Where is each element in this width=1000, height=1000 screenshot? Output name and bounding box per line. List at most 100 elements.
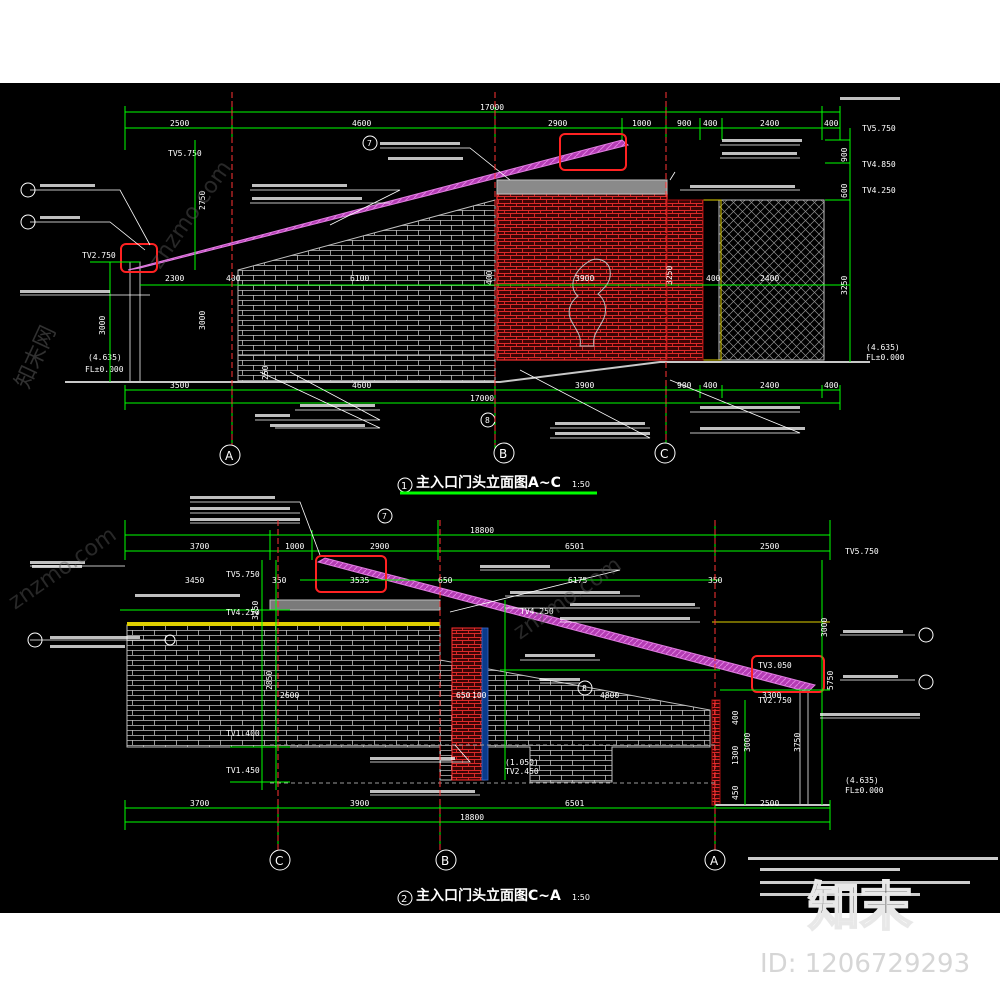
elev1-title: 主入口门头立面图A~C (416, 474, 561, 491)
elev2-title: 主入口门头立面图C~A (416, 887, 561, 904)
level-label: TV2.750 (758, 696, 792, 705)
dim-label: 3500 (170, 381, 189, 390)
level-label: TV4.250 (862, 186, 896, 195)
elev2-axis-bubble-a: A (704, 849, 726, 871)
elev1-top-dim-labels: 2500 4600 2900 1000 900 400 2400 400 (170, 119, 839, 128)
level-label: TV1.450 (226, 766, 260, 775)
dim-label: 6501 (565, 799, 584, 808)
level-label: TV5.750 (168, 149, 202, 158)
dim-label: 3535 (350, 576, 369, 585)
level-label: FL±0.000 (845, 786, 884, 795)
elevation-1: 17000 2500 4600 2900 1000 900 400 2400 4… (20, 92, 905, 495)
dim-label: 350 (272, 576, 287, 585)
elev2-highlight-box-left (315, 555, 387, 593)
dim-label: 3900 (575, 274, 594, 283)
dim-label: 4800 (600, 691, 619, 700)
level-label: TV4.250 (520, 607, 554, 616)
elev1-sculpture-figure (568, 258, 611, 347)
level-label: (1.050) (505, 758, 539, 767)
level-label: TV4.850 (862, 160, 896, 169)
elev2-highlight-box-right (751, 655, 825, 693)
dim-label: 900 (677, 119, 692, 128)
dim-label: 2900 (548, 119, 567, 128)
dim-label: 3300 (762, 691, 781, 700)
dim-label: 3700 (190, 799, 209, 808)
level-label: FL±0.000 (866, 353, 905, 362)
axis-label: A (225, 449, 234, 463)
elev1-title-block: 1 主入口门头立面图A~C 1:50 (397, 474, 597, 495)
level-label: TV5.750 (862, 124, 896, 133)
elev1-highlight-box-right (559, 133, 627, 171)
vdim-label: 400 (731, 710, 740, 725)
elev2-annotation-leaders (30, 501, 920, 796)
dim-label: 4600 (352, 119, 371, 128)
elev1-top-slab (496, 179, 668, 195)
elev2-vertical-dims: 3000 5750 400 1300 3000 3750 450 2850 32… (251, 601, 835, 800)
elev1-callout-7: 7 (362, 135, 378, 151)
elev2-red-brick-column (451, 627, 483, 781)
axis-label: B (441, 854, 449, 868)
elev1-vdim-center-1: 400 (485, 270, 494, 285)
elev2-title-block: 2 主入口门头立面图C~A 1:50 (397, 887, 590, 906)
callout-number: 8 (485, 416, 490, 425)
elev1-mid-dim-labels: 2300 400 6100 3900 400 2400 (165, 274, 779, 283)
vdim-label: 1300 (731, 746, 740, 765)
elev2-notes-block (748, 857, 998, 896)
elev1-axis-bubble-b: B (493, 442, 515, 464)
elev1-scale: 1:50 (572, 480, 590, 489)
vdim-label: 450 (731, 785, 740, 800)
dim-label: 400 (703, 381, 718, 390)
dim-label: 400 (824, 381, 839, 390)
dim-label: 400 (706, 274, 721, 283)
elev1-ground-line (65, 361, 870, 383)
dim-label: 2500 (760, 799, 779, 808)
elev1-bottom-total: 17000 (470, 394, 494, 403)
elev2-callout-7: 7 (377, 508, 393, 524)
dim-label: 2600 (280, 691, 299, 700)
elev1-mesh-screen (718, 199, 825, 361)
elev2-bottom-dim-labels: 3700 3900 6501 2500 (190, 799, 779, 808)
dim-label: 2300 (165, 274, 184, 283)
elev1-vdim-left-1: 2750 (198, 191, 207, 210)
elev2-axis-bubble-c: C (269, 849, 291, 871)
axis-label: A (710, 854, 719, 868)
callout-number: 7 (382, 512, 387, 521)
level-label: (4.635) (866, 343, 900, 352)
dim-label: 4600 (352, 381, 371, 390)
elev1-title-number: 1 (401, 481, 407, 492)
elev1-vdim-left-2: 3000 (98, 316, 107, 335)
dim-label: 400 (226, 274, 241, 283)
elev1-left-levels: TV5.750 TV2.750 (4.635) FL±0.000 (82, 149, 202, 374)
elev1-vdim-right-1: 900 (840, 147, 849, 162)
elev2-reference-lines (120, 560, 830, 805)
elev1-vdim-center-2: 3000 (198, 311, 207, 330)
dim-label: 2900 (370, 542, 389, 551)
vdim-label: 3000 (820, 618, 829, 637)
elev2-right-red-column (711, 699, 721, 806)
vdim-label: 3750 (793, 733, 802, 752)
elev1-bottom-dimensions (124, 385, 841, 452)
elev1-highlight-box-left (120, 243, 158, 273)
elevation-2: 18800 3700 1000 2900 6501 2500 (27, 496, 998, 906)
axis-label: C (275, 854, 283, 868)
level-label: TV2.750 (82, 251, 116, 260)
elev1-vdim-right-3: 3250 (840, 276, 849, 295)
dim-label: 2500 (170, 119, 189, 128)
dim-label: 3900 (575, 381, 594, 390)
elev1-annotation-text-blocks (20, 97, 900, 435)
dim-label: 650 (438, 576, 453, 585)
elev1-left-vertical-dims (109, 140, 196, 382)
elev2-axis-lines (277, 520, 716, 850)
elev2-yellow-frame (127, 622, 440, 626)
dim-label: 3900 (350, 799, 369, 808)
dim-label: 2500 (760, 542, 779, 551)
elev2-title-number: 2 (401, 894, 407, 905)
elev1-axis-bubble-a: A (219, 444, 241, 466)
dim-label: 400 (703, 119, 718, 128)
elev2-top-total: 18800 (470, 526, 494, 535)
elev1-top-total: 17000 (480, 103, 504, 112)
axis-label: B (499, 447, 507, 461)
elev2-top-dim-labels: 3700 1000 2900 6501 2500 (190, 542, 779, 551)
elev2-side-callouts (27, 627, 934, 690)
